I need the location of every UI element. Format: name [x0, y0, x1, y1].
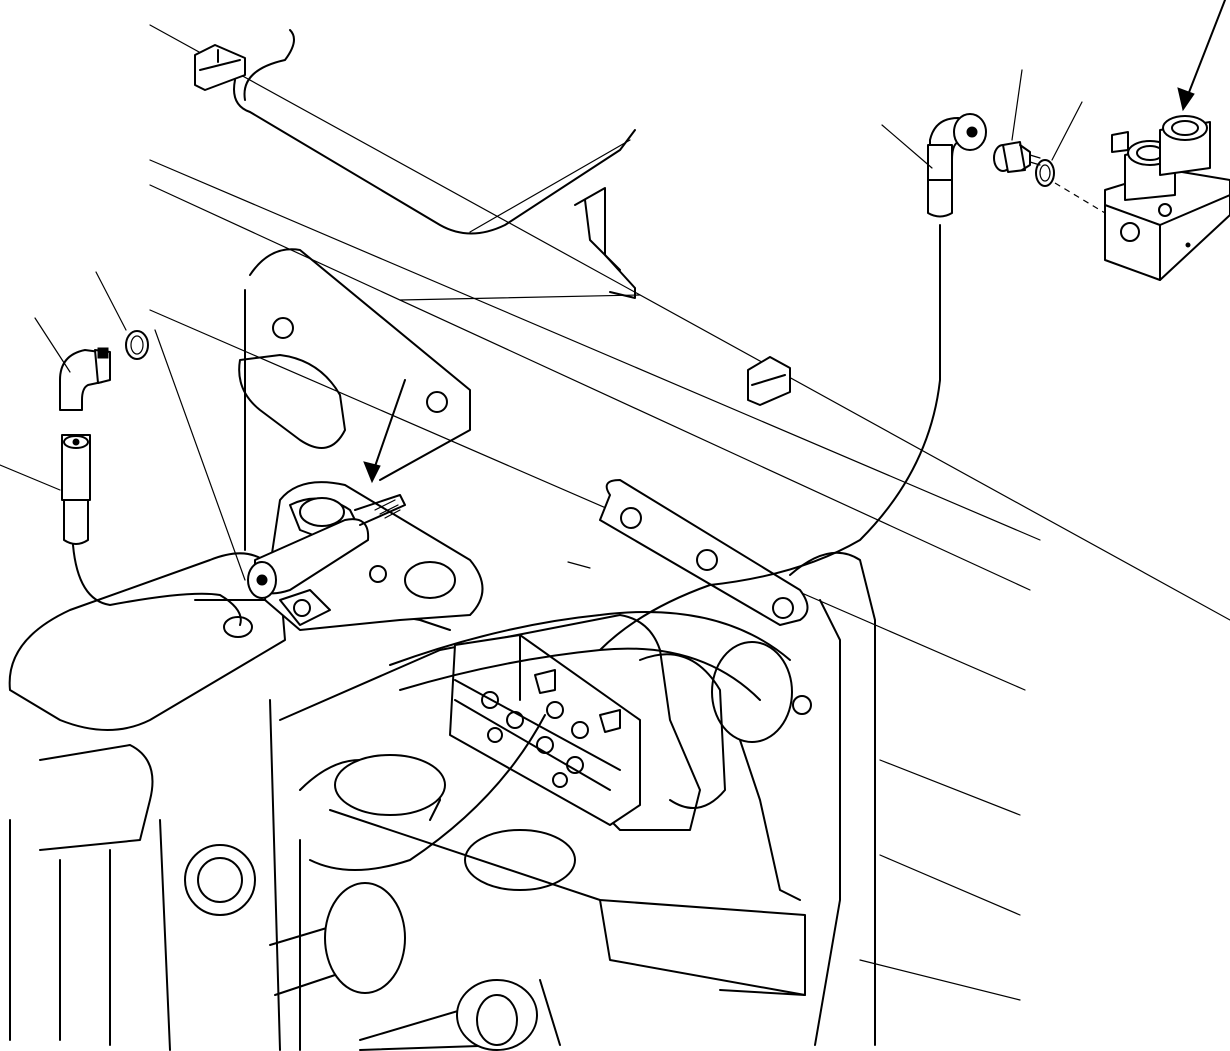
crossmember: [279, 614, 806, 996]
clip-bracket-top: [194, 44, 246, 91]
lower-shafts: [269, 882, 561, 1051]
arrow-valve-block: [1177, 0, 1226, 112]
valve-block: [1104, 115, 1230, 281]
routing-hose-right: [599, 224, 941, 651]
pivot-bracket: [223, 481, 484, 638]
right-o-ring: [1035, 159, 1055, 187]
background-frame-lines: [149, 24, 1230, 1001]
routing-hose-left: [72, 544, 242, 626]
left-o-ring: [125, 330, 149, 360]
chassis-frame: [8, 248, 471, 1051]
clamp-blocks: [449, 634, 641, 826]
leader-lines-right: [881, 69, 1083, 169]
upper-cover-plate: [233, 29, 636, 235]
clip-bracket-middle: [747, 356, 791, 406]
left-hose-sleeve: [61, 434, 91, 545]
arrow-pivot-bracket: [363, 379, 406, 484]
right-connector: [993, 141, 1041, 173]
slotted-bracket: [574, 187, 636, 299]
leader-lines-left: [0, 271, 246, 581]
right-hose-sleeve: [927, 144, 953, 218]
left-elbow-fitting: [59, 347, 111, 411]
hidden-edge-marks: [567, 561, 591, 569]
cover-plate-edge: [469, 139, 631, 233]
link-arm: [599, 479, 809, 626]
routing-hose-lower: [309, 714, 546, 871]
